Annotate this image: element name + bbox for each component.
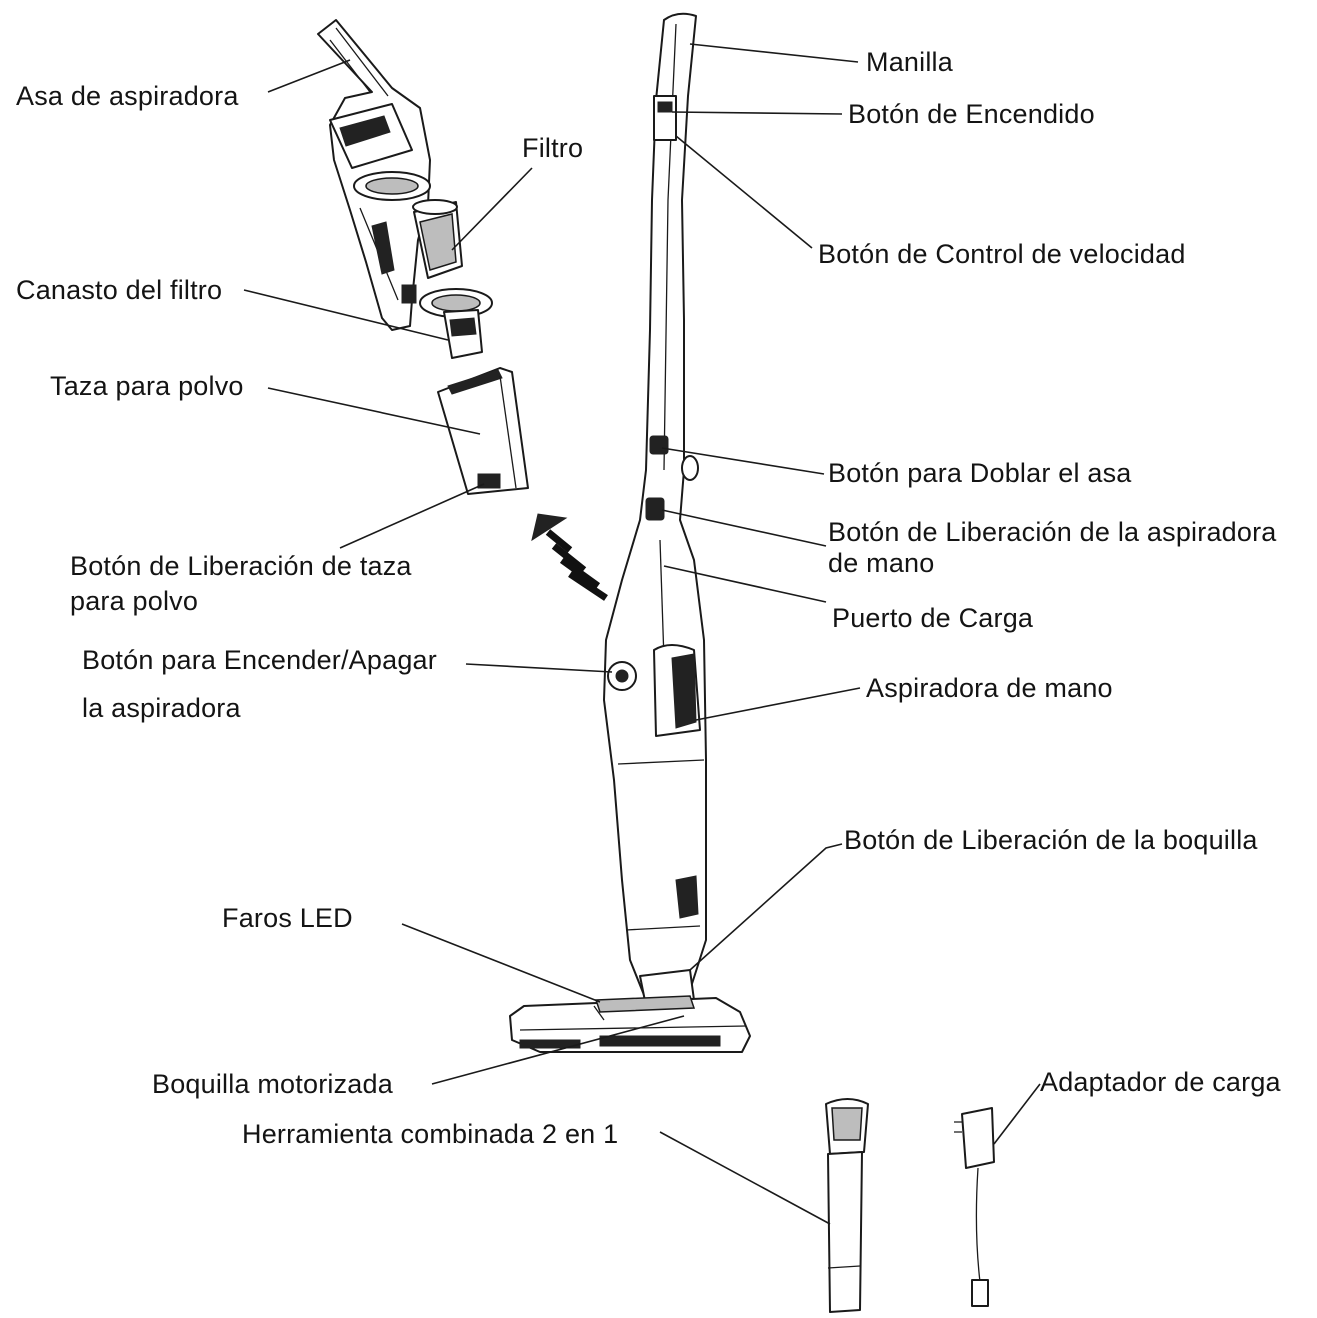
direction-arrow — [531, 513, 608, 601]
label-aspiradora-mano: Aspiradora de mano — [866, 673, 1113, 703]
label-doblar-asa: Botón para Doblar el asa — [828, 458, 1132, 488]
label-encender-apagar-1: Botón para Encender/Apagar — [82, 645, 437, 675]
label-encender-apagar-2: la aspiradora — [82, 693, 241, 723]
label-control-velocidad: Botón de Control de velocidad — [818, 239, 1186, 269]
label-boquilla-motorizada: Boquilla motorizada — [152, 1069, 393, 1099]
label-liberacion-mano-1: Botón de Liberación de la aspiradora — [828, 517, 1277, 547]
charging-adapter — [954, 1107, 995, 1307]
label-filtro: Filtro — [522, 133, 584, 163]
combination-tool — [825, 1098, 869, 1313]
label-faros-led: Faros LED — [222, 903, 353, 933]
label-canasto-filtro: Canasto del filtro — [16, 275, 223, 305]
upright-vacuum — [603, 12, 707, 1007]
label-herramienta-combinada: Herramienta combinada 2 en 1 — [242, 1119, 619, 1149]
label-liberacion-taza-2: para polvo — [70, 586, 199, 616]
motorized-nozzle — [509, 995, 751, 1053]
dust-cup-part — [437, 367, 529, 495]
label-asa-aspiradora: Asa de aspiradora — [16, 81, 239, 111]
label-liberacion-mano-2: de mano — [828, 548, 935, 578]
leader-lines — [243, 43, 1041, 1225]
label-liberacion-taza-1: Botón de Liberación de taza — [70, 551, 412, 581]
filter-part — [412, 199, 463, 279]
handheld-body-exploded — [317, 19, 431, 331]
label-taza-polvo: Taza para polvo — [50, 371, 244, 401]
label-puerto-carga: Puerto de Carga — [832, 603, 1034, 633]
label-adaptador-carga: Adaptador de carga — [1040, 1067, 1281, 1097]
label-boton-encendido: Botón de Encendido — [848, 99, 1095, 129]
label-manilla: Manilla — [866, 47, 953, 77]
label-liberacion-boquilla: Botón de Liberación de la boquilla — [844, 825, 1258, 855]
filter-basket-part — [419, 288, 493, 359]
